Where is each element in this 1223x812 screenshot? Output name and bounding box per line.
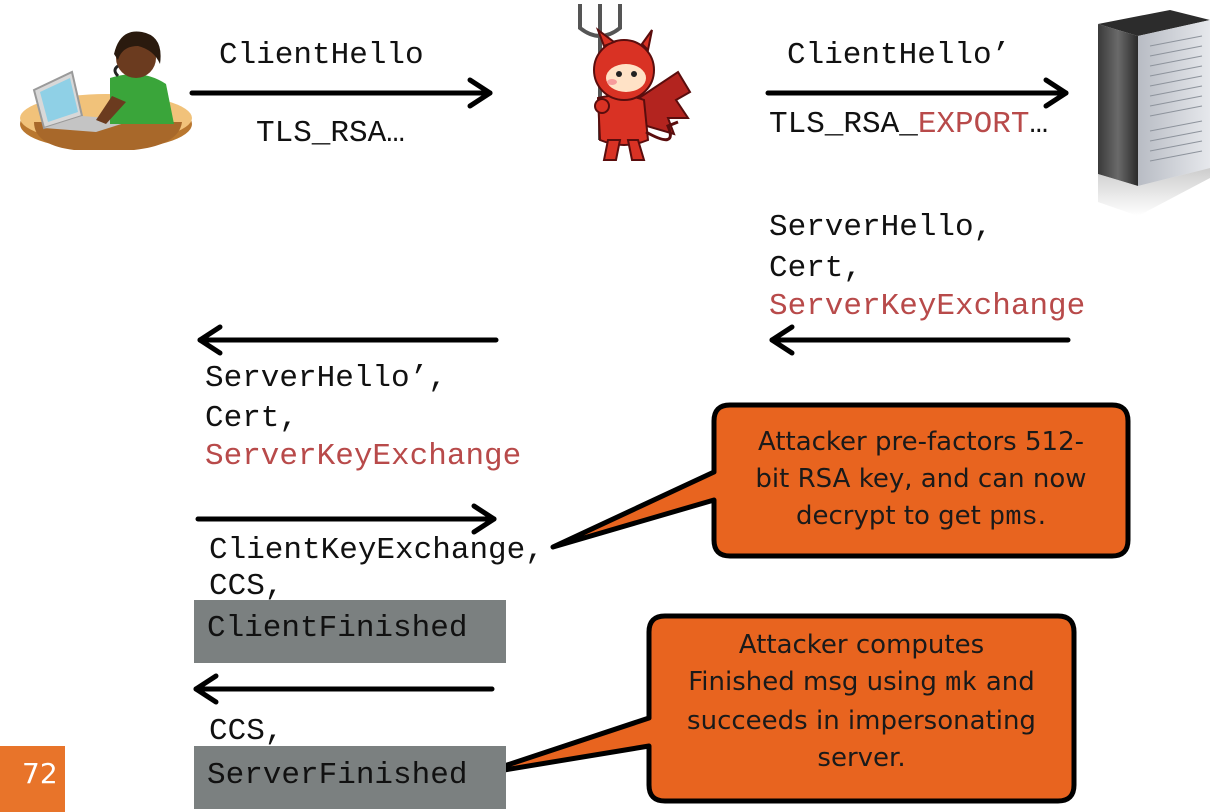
arrow-attacker-to-client bbox=[197, 324, 499, 356]
slide-number: 72 bbox=[22, 757, 58, 790]
devil-icon bbox=[578, 4, 692, 161]
server-hello-prime-label: ServerHello’, bbox=[205, 361, 447, 396]
client-hello-prime-label: ClientHello’ bbox=[787, 38, 1011, 73]
arrow-client-to-attacker bbox=[189, 77, 493, 109]
client-finished-label: ClientFinished bbox=[207, 611, 468, 646]
client-icon bbox=[20, 31, 192, 150]
slide-number-badge: 72 bbox=[0, 746, 65, 812]
mitm-server-key-exchange-label: ServerKeyExchange bbox=[205, 439, 522, 474]
server-key-exchange-label: ServerKeyExchange bbox=[769, 289, 1086, 324]
server-icon bbox=[1098, 10, 1210, 216]
client-hello-label: ClientHello bbox=[219, 38, 424, 73]
server-hello-label: ServerHello, bbox=[769, 210, 993, 245]
mitm-cert-label: Cert, bbox=[205, 401, 299, 436]
tls-rsa-label: TLS_RSA… bbox=[256, 116, 405, 151]
client-ccs-label: CCS, bbox=[209, 569, 284, 604]
callout-2-text: Attacker computes Finished msg using mk … bbox=[687, 630, 1036, 773]
tls-rsa-export-label: TLS_RSA_EXPORT… bbox=[769, 107, 1049, 142]
arrow-attacker-to-server bbox=[765, 77, 1069, 109]
server-finished-box bbox=[194, 746, 506, 809]
arrow-client-key-exchange bbox=[195, 503, 497, 535]
server-cert-label: Cert, bbox=[769, 251, 863, 286]
arrow-server-to-attacker bbox=[769, 324, 1071, 356]
callout-2-bubble bbox=[477, 613, 1077, 804]
arrow-server-finished bbox=[193, 673, 495, 705]
callout-1-bubble bbox=[550, 402, 1131, 559]
server-finished-label: ServerFinished bbox=[207, 758, 468, 793]
callout-1-text: Attacker pre-factors 512- bit RSA key, a… bbox=[755, 427, 1087, 533]
client-finished-box bbox=[194, 600, 506, 663]
client-key-exchange-label: ClientKeyExchange, bbox=[209, 533, 544, 568]
server-ccs-label: CCS, bbox=[209, 714, 284, 749]
